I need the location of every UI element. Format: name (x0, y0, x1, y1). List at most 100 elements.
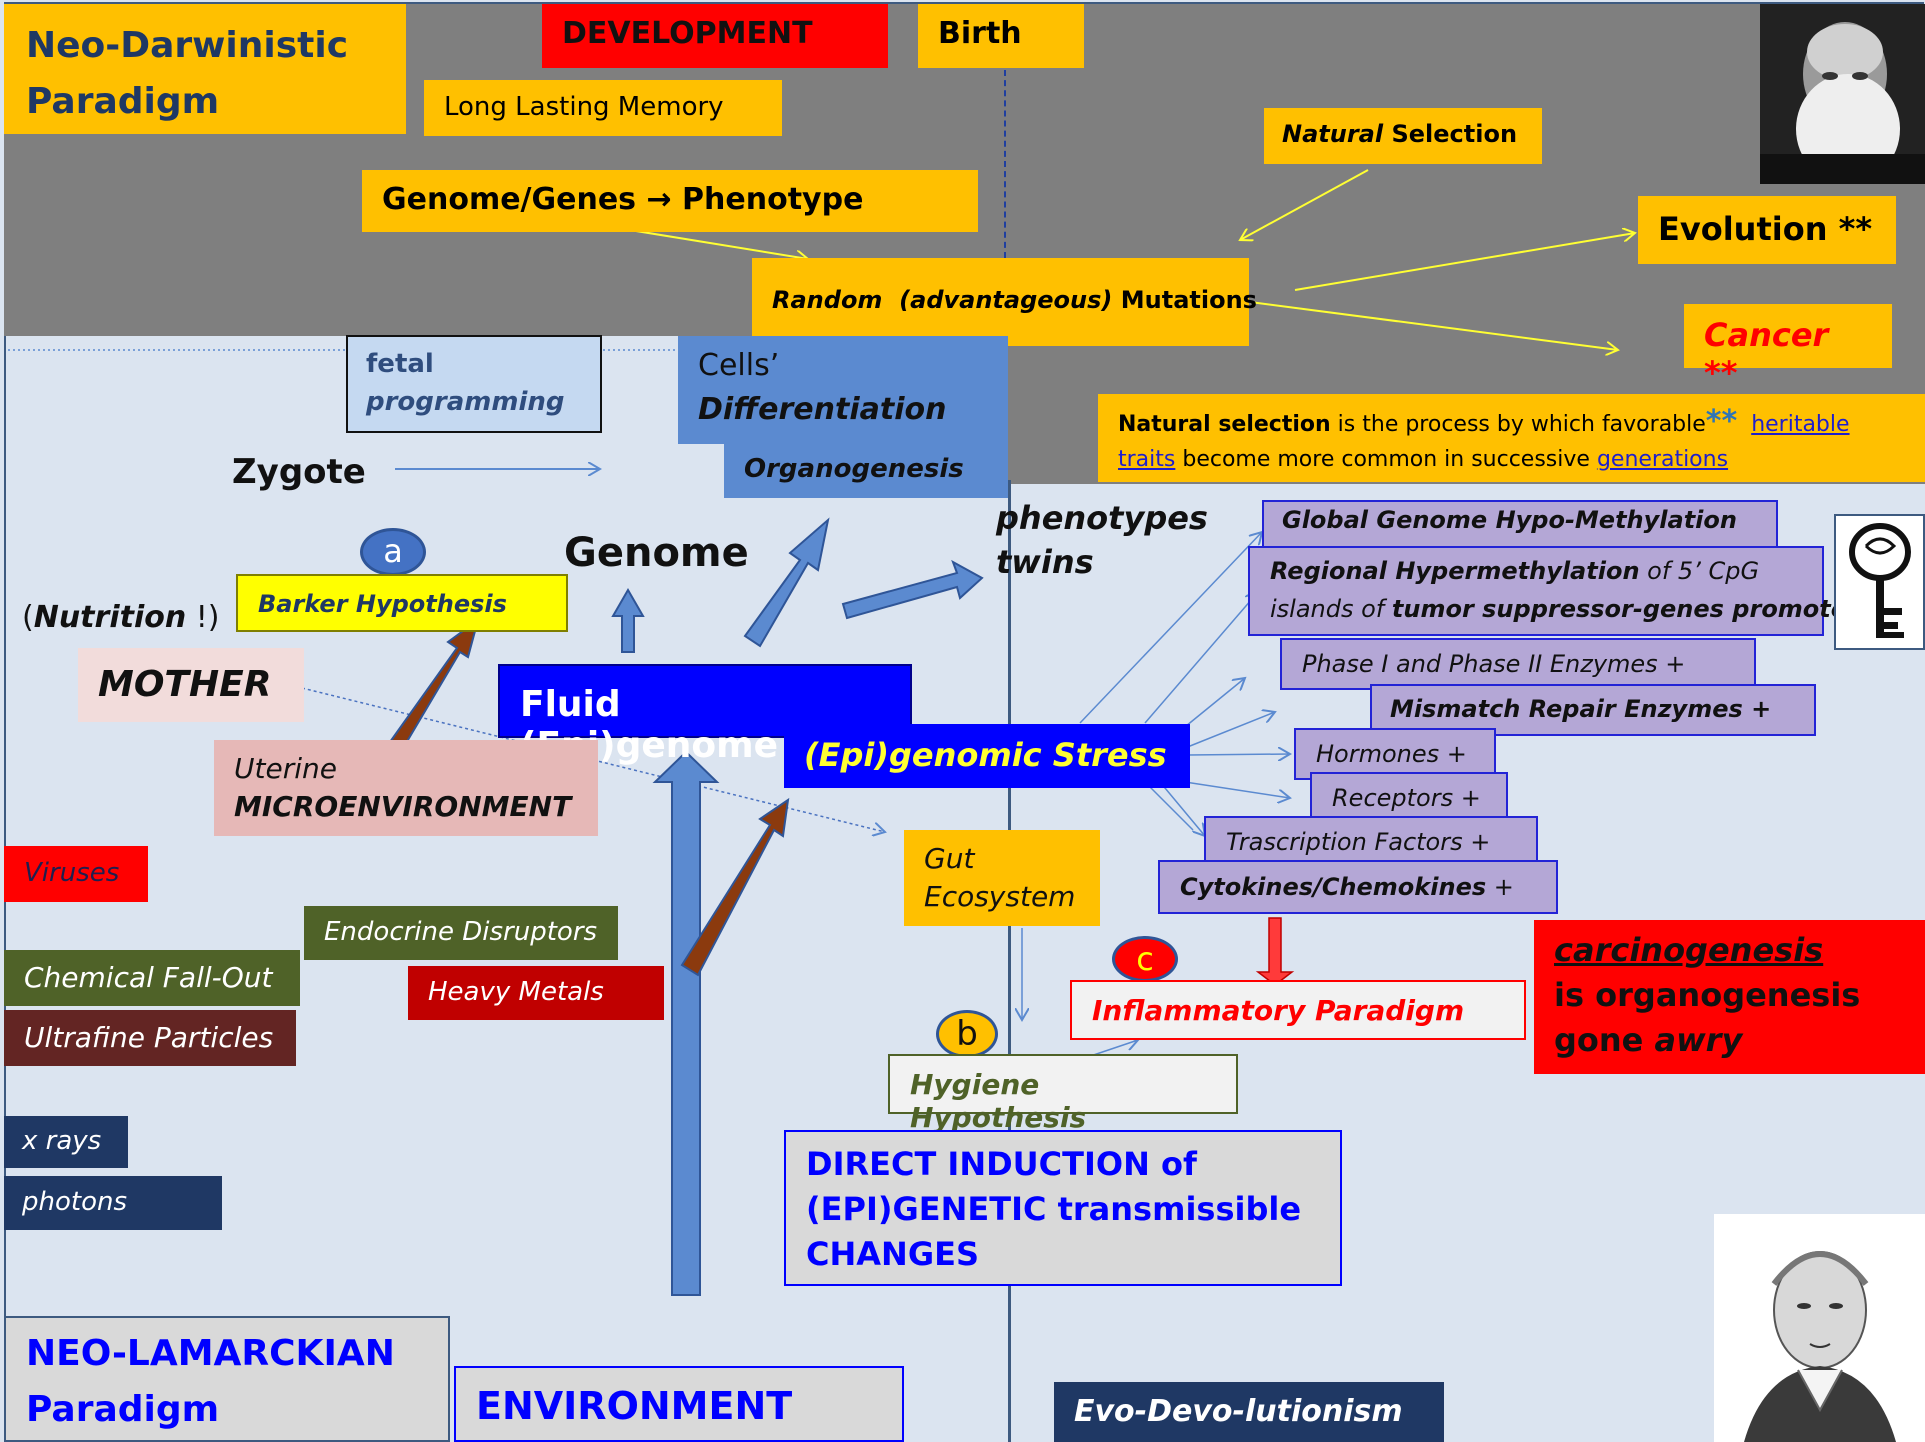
gut-ecosystem: Gut Ecosystem (904, 830, 1100, 926)
lamarck-portrait (1714, 1214, 1925, 1442)
carcino-gone: gone (1554, 1021, 1655, 1059)
direct-line-2: (EPI)GENETIC transmissible (806, 1190, 1302, 1228)
inflammatory-paradigm: Inflammatory Paradigm (1070, 980, 1526, 1040)
viruses-box: Viruses (4, 846, 148, 902)
arrow-to-phenotypes (841, 559, 984, 620)
fetal-label: fetal (366, 349, 434, 379)
barker-hypothesis: Barker Hypothesis (236, 574, 568, 632)
natural-selection-box: Natural Selection (1264, 108, 1542, 164)
direct-line-3: CHANGES (806, 1235, 979, 1273)
heritable-traits-link[interactable]: heritable traits (1118, 412, 1850, 472)
carcinogenesis-term: carcinogenesis (1554, 931, 1824, 969)
label-b-bubble: b (936, 1010, 998, 1058)
uterine-label: Uterine (234, 752, 337, 785)
xrays-box: x rays (4, 1116, 128, 1168)
chemical-fallout-box: Chemical Fall-Out (4, 950, 300, 1006)
carcino-line-3: gone awry (1554, 1018, 1905, 1063)
definition-text-2: become more common in successive (1175, 447, 1597, 472)
ultrafine-particles-box: Ultrafine Particles (4, 1010, 296, 1066)
direct-induction-box: DIRECT INDUCTION of (EPI)GENETIC transmi… (784, 1130, 1342, 1286)
arrow-genome-to-mutations (629, 229, 808, 259)
carcino-line-2: is organogenesis (1554, 976, 1861, 1014)
key-icon (1834, 514, 1925, 650)
generations-link[interactable]: generations (1596, 447, 1729, 472)
organogenesis-box: Organogenesis (724, 444, 1008, 498)
nutrition-label: (Nutrition !) (22, 600, 219, 635)
environment-label: ENVIRONMENT (454, 1366, 904, 1442)
red-down-arrow (1255, 917, 1295, 986)
phase-enzymes: Phase I and Phase II Enzymes + (1280, 638, 1756, 690)
label-a-bubble: a (360, 528, 426, 576)
hyper-cpg: of 5’ CpG (1639, 557, 1760, 585)
regional-hypermethylation: Regional Hypermethylation of 5’ CpG isla… (1248, 546, 1873, 636)
cytokines-chemokines: Cytokines/Chemokines + (1158, 860, 1558, 914)
carcinogenesis-box: carcinogenesis is organogenesis gone awr… (1534, 920, 1925, 1074)
zygote-label: Zygote (232, 452, 366, 492)
cells-label: Cells’ (698, 348, 780, 383)
hyper-islands: islands of (1270, 595, 1392, 623)
hyper-line-1: Regional Hypermethylation of 5’ CpG (1270, 552, 1802, 590)
birth-divider-line (1004, 70, 1006, 440)
definition-term: Natural selection (1118, 412, 1331, 437)
top-frame-line (4, 2, 1924, 4)
advantageous-word: (advantageous) (899, 286, 1113, 314)
darwin-portrait (1760, 4, 1925, 184)
arrow-to-cancer (1249, 301, 1618, 350)
definition-stars: ** (1705, 404, 1738, 439)
nutrition-word: Nutrition (33, 600, 187, 635)
neo-lamarckian-paradigm: NEO-LAMARCKIAN Paradigm (4, 1316, 450, 1442)
nutrition-paren-close: !) (186, 600, 220, 635)
ecosystem-label: Ecosystem (924, 880, 1076, 913)
arrow-selection-to-mutations (1240, 169, 1369, 240)
natural-selection-definition: Natural selection is the process by whic… (1098, 394, 1925, 482)
genome-to-phenotype: Genome/Genes → Phenotype (362, 170, 978, 232)
global-hypomethylation: Global Genome Hypo-Methylation (1262, 500, 1778, 550)
center-divider-line (1008, 480, 1011, 1442)
hygiene-hypothesis: Hygiene Hypothesis (888, 1054, 1238, 1134)
cells-differentiation: Cells’ Differentiation (678, 336, 1008, 444)
photons-box: photons (4, 1176, 222, 1230)
arrow-env-to-epigenome (680, 797, 790, 977)
differentiation-label: Differentiation (698, 392, 947, 427)
epigenomic-stress: (Epi)genomic Stress (784, 724, 1190, 788)
neo-darwinistic-paradigm: Neo-Darwinistic Paradigm (4, 4, 406, 134)
development-label: DEVELOPMENT (542, 4, 888, 68)
carcino-awry: awry (1654, 1021, 1743, 1059)
phenotypes-twins: phenotypes twins (996, 496, 1208, 584)
label-c-bubble: c (1112, 936, 1178, 982)
uterine-microenvironment: Uterine MICROENVIRONMENT (214, 740, 598, 836)
definition-text-1: is the process by which favorable (1330, 412, 1706, 437)
arrow-to-cells (743, 517, 830, 648)
evolution-box: Evolution ** (1638, 196, 1896, 264)
hyper-promoters: tumor suppressor-genes promoters (1391, 595, 1874, 623)
gut-label: Gut (924, 842, 975, 875)
hyper-term: Regional Hypermethylation (1270, 557, 1640, 585)
cancer-box: Cancer ** (1684, 304, 1892, 392)
nutrition-paren-open: ( (22, 600, 34, 635)
evo-devo-lutionism: Evo-Devo-lutionism (1054, 1382, 1444, 1442)
receptors: Receptors + (1310, 772, 1508, 824)
hyper-line-2: islands of tumor suppressor-genes promot… (1270, 590, 1873, 628)
cytokines-term: Cytokines/Chemokines (1180, 873, 1487, 901)
genome-label: Genome (564, 530, 749, 576)
phenotypes-label: phenotypes (996, 499, 1208, 537)
transcription-factors: Trascription Factors + (1204, 816, 1538, 868)
random-word: Random (772, 286, 883, 314)
arrow-big-environment (652, 750, 720, 1296)
heavy-metals-box: Heavy Metals (408, 966, 664, 1020)
selection-word: Selection (1383, 120, 1518, 148)
cytokines-plus: + (1486, 873, 1514, 901)
endocrine-disruptors-box: Endocrine Disruptors (304, 906, 618, 960)
mismatch-repair: Mismatch Repair Enzymes + (1370, 684, 1816, 736)
microenvironment-label: MICROENVIRONMENT (234, 790, 572, 823)
twins-label: twins (996, 543, 1094, 581)
fetal-programming: fetal programming (346, 335, 602, 433)
birth-label: Birth (918, 4, 1084, 68)
mutations-word: Mutations (1112, 286, 1257, 314)
mother-box: MOTHER (78, 648, 304, 722)
arrow-uterine-to-barker (388, 617, 480, 752)
programming-label: programming (366, 387, 565, 417)
long-lasting-memory: Long Lasting Memory (424, 80, 782, 136)
arrow-up-genome (611, 587, 645, 653)
